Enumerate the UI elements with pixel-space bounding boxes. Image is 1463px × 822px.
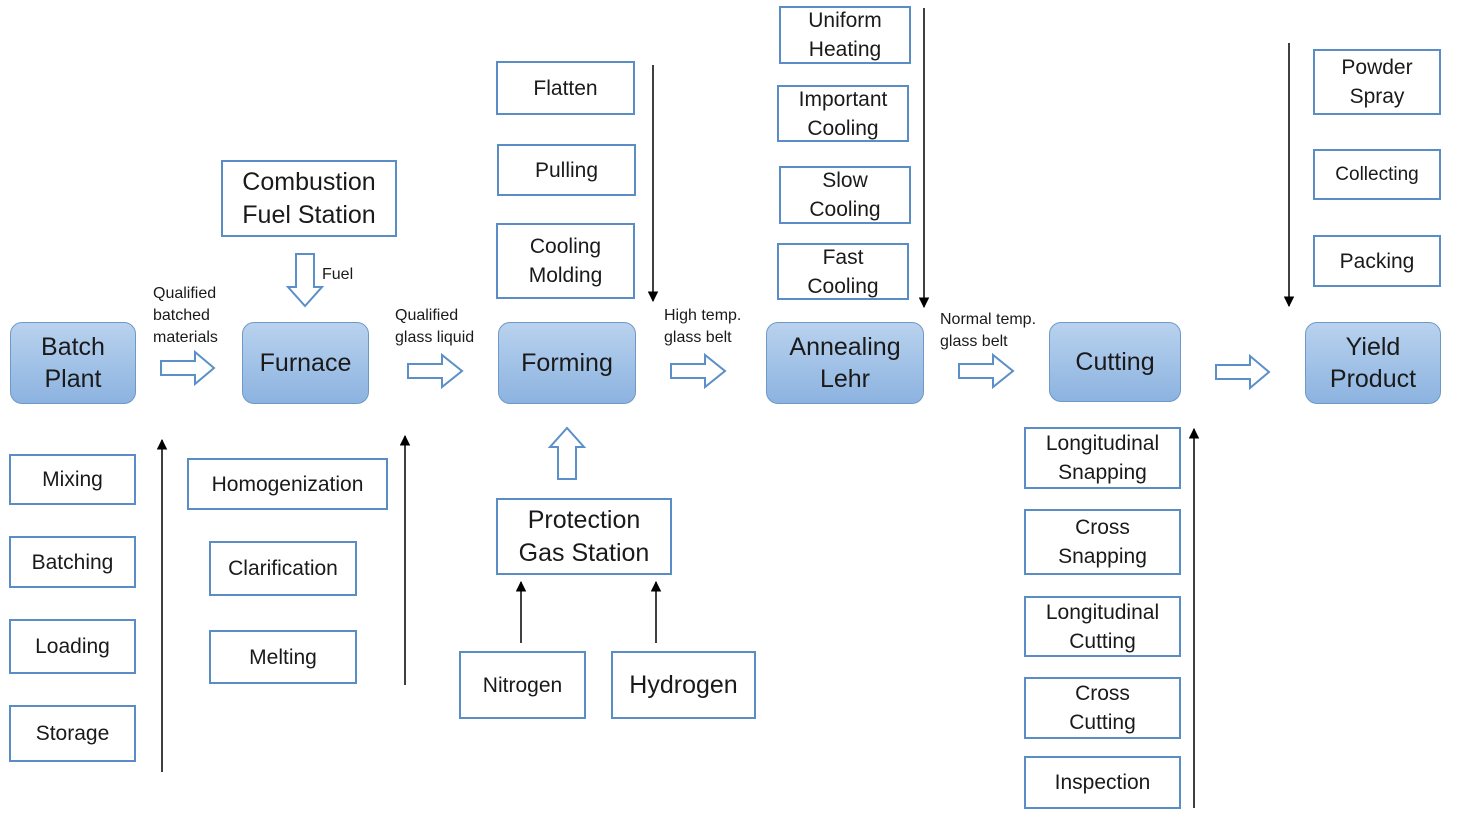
stage-forming-label: Forming: [521, 349, 613, 377]
step-homogenization-label: Homogenization: [211, 472, 364, 496]
stage-cutting-label: Cutting: [1075, 348, 1155, 376]
step-loading-label: Loading: [35, 635, 110, 658]
step-longitudinal-cutting-label: Longitudinal Cutting: [1045, 600, 1160, 653]
step-fast-cooling-label: Fast Cooling: [807, 245, 879, 298]
stage-forming: Forming: [498, 322, 636, 404]
step-slow-cooling-label: Slow Cooling: [809, 169, 881, 221]
flow-arrow-annealing-to-cutting: [958, 352, 1015, 390]
step-uniform-heating: Uniform Heating: [779, 6, 911, 64]
label-qualified-glass-liquid: Qualified glass liquid: [395, 307, 475, 346]
step-packing: Packing: [1313, 235, 1441, 287]
step-mixing: Mixing: [9, 454, 136, 505]
step-flatten-label: Flatten: [533, 76, 598, 100]
step-melting-label: Melting: [249, 645, 317, 669]
step-flatten: Flatten: [496, 61, 635, 115]
step-pulling-label: Pulling: [534, 158, 599, 182]
stage-yield-product: Yield Product: [1305, 322, 1441, 404]
step-cross-cutting: Cross Cutting: [1024, 677, 1181, 739]
stage-cutting: Cutting: [1049, 322, 1181, 402]
step-cooling-molding: Cooling Molding: [496, 223, 635, 299]
flow-arrow-batch-to-furnace: [160, 349, 216, 387]
step-inspection: Inspection: [1024, 756, 1181, 809]
gas-nitrogen-label: Nitrogen: [482, 673, 563, 697]
gas-hydrogen-label: Hydrogen: [629, 670, 738, 699]
stage-furnace: Furnace: [242, 322, 369, 404]
stage-furnace-label: Furnace: [259, 349, 352, 377]
combustion-fuel-station: Combustion Fuel Station: [221, 160, 397, 237]
step-mixing-label: Mixing: [42, 468, 103, 491]
stage-batch-plant-label: Batch Plant: [41, 333, 105, 393]
step-inspection-label: Inspection: [1054, 771, 1151, 794]
flow-arrow-cutting-to-yield: [1215, 353, 1271, 391]
protection-gas-station-label: Protection Gas Station: [518, 505, 650, 567]
step-melting: Melting: [209, 630, 357, 684]
fuel-down-arrow: [285, 253, 325, 308]
stage-annealing-lehr-label: Annealing Lehr: [789, 333, 901, 393]
protection-gas-station: Protection Gas Station: [496, 498, 672, 575]
step-collecting: Collecting: [1313, 149, 1441, 200]
step-cross-snapping-label: Cross Snapping: [1058, 516, 1147, 568]
flow-arrow-forming-to-annealing: [670, 352, 727, 390]
step-powder-spray: Powder Spray: [1313, 49, 1441, 115]
stage-annealing-lehr: Annealing Lehr: [766, 322, 924, 404]
step-longitudinal-cutting: Longitudinal Cutting: [1024, 596, 1181, 657]
step-powder-spray-label: Powder Spray: [1341, 56, 1413, 108]
step-batching-label: Batching: [31, 550, 114, 574]
step-loading: Loading: [9, 619, 136, 674]
step-storage-label: Storage: [35, 722, 110, 745]
step-storage: Storage: [9, 705, 136, 762]
label-qualified-batched-materials: Qualified batched materials: [153, 285, 218, 346]
step-uniform-heating-label: Uniform Heating: [808, 9, 882, 61]
step-clarification-label: Clarification: [228, 557, 338, 580]
label-fuel: Fuel: [322, 266, 354, 283]
step-homogenization: Homogenization: [187, 458, 388, 510]
step-batching: Batching: [9, 536, 136, 588]
stage-yield-product-label: Yield Product: [1329, 333, 1417, 393]
flow-arrow-furnace-to-forming: [407, 352, 464, 390]
combustion-fuel-station-label: Combustion Fuel Station: [242, 167, 376, 229]
step-longitudinal-snapping: Longitudinal Snapping: [1024, 427, 1181, 489]
stage-batch-plant: Batch Plant: [10, 322, 136, 404]
label-high-temp-glass-belt: High temp. glass belt: [664, 307, 742, 346]
step-important-cooling-label: Important Cooling: [798, 87, 888, 140]
step-longitudinal-snapping-label: Longitudinal Snapping: [1045, 432, 1160, 484]
gas-up-arrow: [547, 426, 587, 480]
step-cross-snapping: Cross Snapping: [1024, 509, 1181, 575]
step-cross-cutting-label: Cross Cutting: [1069, 682, 1136, 734]
step-packing-label: Packing: [1339, 249, 1415, 273]
step-important-cooling: Important Cooling: [777, 85, 909, 142]
step-cooling-molding-label: Cooling Molding: [528, 235, 603, 287]
step-fast-cooling: Fast Cooling: [777, 243, 909, 300]
label-normal-temp-glass-belt: Normal temp. glass belt: [940, 311, 1037, 350]
step-clarification: Clarification: [209, 541, 357, 596]
gas-nitrogen: Nitrogen: [459, 651, 586, 719]
gas-hydrogen: Hydrogen: [611, 651, 756, 719]
step-pulling: Pulling: [497, 144, 636, 196]
step-collecting-label: Collecting: [1335, 164, 1419, 185]
step-slow-cooling: Slow Cooling: [779, 166, 911, 224]
